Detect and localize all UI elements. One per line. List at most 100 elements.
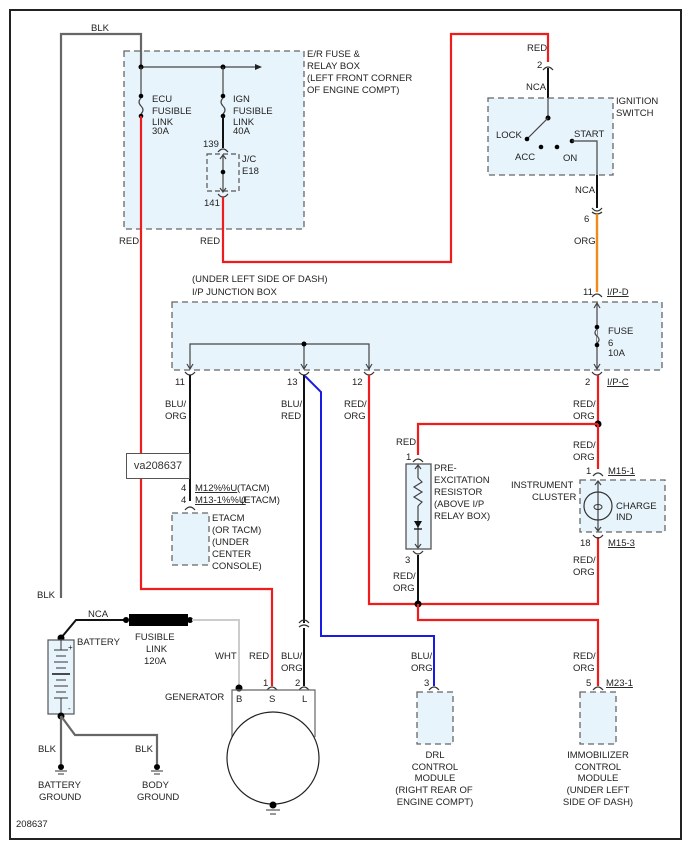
pin-6: 6 <box>584 214 589 225</box>
wire-label: RED/ <box>573 440 596 451</box>
red-label: RED <box>396 437 416 448</box>
switch-contact-on <box>554 144 560 150</box>
generator-label: GENERATOR <box>165 692 224 703</box>
conn-m12-suffix: (TACM) <box>237 483 270 494</box>
pin-18: 18 <box>580 538 591 549</box>
pin-5: 5 <box>586 678 591 689</box>
red-label: RED <box>119 236 139 247</box>
nca-label: NCA <box>575 185 596 196</box>
drl-location: ENGINE COMPT) <box>397 797 474 808</box>
terminal-b: B <box>236 694 242 705</box>
blk-wire-top <box>59 32 143 598</box>
conn-ip-c: I/P-C <box>607 377 629 388</box>
ecu-link-label: LINK <box>152 117 174 128</box>
cluster-label: INSTRUMENT <box>511 480 573 491</box>
lamp-filament <box>593 504 603 510</box>
arrow-icon <box>300 363 308 371</box>
arrow-icon <box>594 480 602 486</box>
resistor-label: PRE- <box>434 463 457 474</box>
fuse-terminal <box>138 93 144 99</box>
image-tag: va208637 <box>126 453 190 479</box>
immobilizer-location: SIDE OF DASH) <box>563 797 633 808</box>
drl-label: CONTROL <box>412 762 458 773</box>
conn-m23-1: M23-1 <box>606 678 633 689</box>
conn-m15-3: M15-3 <box>608 538 635 549</box>
connector-icon <box>592 472 604 477</box>
plus-sign: + <box>68 643 73 652</box>
pin-12-out: 12 <box>352 377 363 388</box>
arrow-icon <box>186 363 194 371</box>
resistor-label: RESISTOR <box>434 487 483 498</box>
connector-icon <box>542 66 554 71</box>
battery-label: BATTERY <box>77 637 121 648</box>
pin-2: 2 <box>537 60 542 71</box>
pin-2: 2 <box>295 678 300 689</box>
body-ground-label: GROUND <box>137 792 179 803</box>
nca-wire-battery <box>60 619 126 639</box>
arrow-icon <box>255 64 262 70</box>
conn-m13-suffix: (ETACM) <box>241 495 280 506</box>
red-label: RED <box>200 236 220 247</box>
jc-label: E18 <box>242 166 259 177</box>
battery-ground-label: BATTERY <box>38 780 82 791</box>
etacm-label: (UNDER <box>212 537 249 548</box>
er-box-label-4: OF ENGINE COMPT) <box>307 85 399 96</box>
ecu-red-wire <box>139 116 274 686</box>
immobilizer-location: (UNDER LEFT <box>567 785 630 796</box>
wire-label: BLU/ <box>165 399 186 410</box>
conn-m15-1: M15-1 <box>608 466 635 477</box>
ignition-switch-label: SWITCH <box>616 108 654 119</box>
wire-label: RED <box>281 411 301 422</box>
connector-icon <box>428 686 440 691</box>
connector-icon <box>184 506 196 511</box>
etacm-label: ETACM <box>212 513 245 524</box>
ign-link-rating: 40A <box>233 126 251 137</box>
connector-icon <box>266 686 278 691</box>
connector-icon <box>217 148 229 153</box>
wire-label: RED/ <box>573 555 596 566</box>
pin-13-out: 13 <box>287 377 298 388</box>
charge-ind-label: IND <box>616 512 633 523</box>
conn-ip-d: I/P-D <box>607 287 629 298</box>
wire-label: ORG <box>573 663 595 674</box>
pin-2-out: 2 <box>585 377 590 388</box>
switch-contact-acc <box>538 144 544 150</box>
connector-icon <box>298 624 310 628</box>
fusible-link-120a-icon <box>129 614 188 626</box>
red-label: RED <box>527 43 547 54</box>
blu-org-wire-drl <box>304 375 435 686</box>
arrow-icon <box>593 363 601 371</box>
nca-label: NCA <box>88 609 109 620</box>
wht-wire <box>192 619 240 686</box>
wire-label: ORG <box>393 583 415 594</box>
connector-icon <box>591 293 603 298</box>
er-box-label-3: (LEFT FRONT CORNER <box>307 73 412 84</box>
nca-label: NCA <box>526 82 547 93</box>
arrow-icon <box>219 187 227 193</box>
resistor-label: (ABOVE I/P <box>434 499 484 510</box>
blk-wire-body-ground <box>60 715 159 764</box>
pin-141: 141 <box>204 198 220 209</box>
arrow-icon <box>594 526 602 532</box>
cluster-label: CLUSTER <box>532 492 576 503</box>
junction-dot <box>301 341 307 347</box>
wire-label: ORG <box>573 411 595 422</box>
arrow-icon <box>414 543 422 549</box>
junction-dot <box>220 169 226 175</box>
generator-ground-icon <box>266 801 280 815</box>
immobilizer-label: IMMOBILIZER <box>567 750 629 761</box>
charge-lamp-icon <box>583 491 613 521</box>
switch-pos-lock: LOCK <box>496 130 523 141</box>
pin-1: 1 <box>406 452 411 463</box>
wire-label: ORG <box>281 663 303 674</box>
conn-m13: M13-1%%U <box>195 495 246 506</box>
blk-label-top: BLK <box>91 23 110 34</box>
pin-1: 1 <box>586 466 591 477</box>
er-box-label-1: E/R FUSE & <box>307 49 360 60</box>
immobilizer-label: CONTROL <box>575 762 621 773</box>
drl-label: MODULE <box>415 773 456 784</box>
red-wire-resistor <box>416 422 598 455</box>
ecu-link-label: ECU <box>152 94 172 105</box>
switch-blade-icon <box>527 117 549 139</box>
